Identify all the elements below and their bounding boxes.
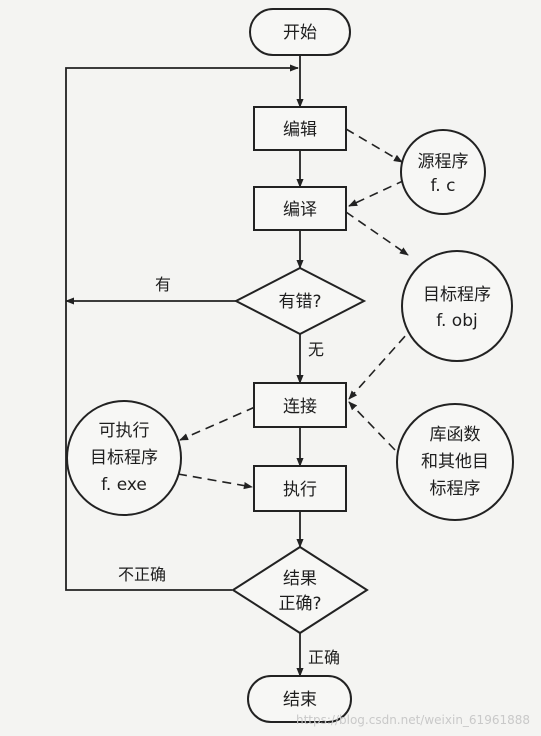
object-label-line2: f. obj <box>436 311 477 331</box>
edit-label: 编辑 <box>283 120 317 140</box>
executable-label-line1: 可执行 <box>99 421 150 441</box>
source-label-line1: 源程序 <box>418 152 469 172</box>
library-label-line2: 和其他目 <box>421 452 489 472</box>
library-node <box>396 403 514 521</box>
object-file-node <box>401 250 513 362</box>
library-label-line3: 标程序 <box>430 479 481 499</box>
object-label-line1: 目标程序 <box>423 285 491 305</box>
edge-object-to-link <box>348 324 416 400</box>
execute-node <box>253 465 347 512</box>
edge-link-to-exe <box>179 406 256 441</box>
compile-label: 编译 <box>283 200 317 220</box>
end-label: 结束 <box>283 690 317 710</box>
link-node <box>253 382 347 428</box>
link-label: 连接 <box>283 397 317 417</box>
source-file-node <box>400 129 486 215</box>
edge-incorrect-loop <box>65 64 299 591</box>
executable-node <box>66 400 182 516</box>
edge-exe-to-execute <box>177 473 253 490</box>
edge-label-no: 无 <box>308 340 324 359</box>
result-label-line2: 正确? <box>278 594 321 614</box>
edge-label-yes: 有 <box>155 275 171 294</box>
executable-label-line2: 目标程序 <box>90 448 158 468</box>
start-label: 开始 <box>283 23 317 43</box>
edge-label-correct: 正确 <box>308 648 340 667</box>
source-label-line2: f. c <box>431 176 456 196</box>
library-label-line1: 库函数 <box>430 425 481 445</box>
edge-compile-to-object <box>345 211 409 256</box>
compile-node <box>253 186 347 231</box>
edge-edit-to-source <box>345 128 403 163</box>
watermark: https://blog.csdn.net/weixin_61961888 <box>296 713 530 727</box>
edge-label-incorrect: 不正确 <box>118 565 166 584</box>
edit-node <box>253 106 347 151</box>
executable-label-line3: f. exe <box>101 475 147 495</box>
edge-source-to-compile <box>348 179 406 207</box>
result-label-line1: 结果 <box>283 569 317 589</box>
start-node <box>249 8 351 56</box>
has-error-label: 有错? <box>278 292 321 312</box>
has-error-decision <box>233 266 367 336</box>
end-node <box>247 675 352 723</box>
execute-label: 执行 <box>283 480 317 500</box>
edge-lib-to-link <box>348 401 396 451</box>
result-decision <box>231 545 369 635</box>
